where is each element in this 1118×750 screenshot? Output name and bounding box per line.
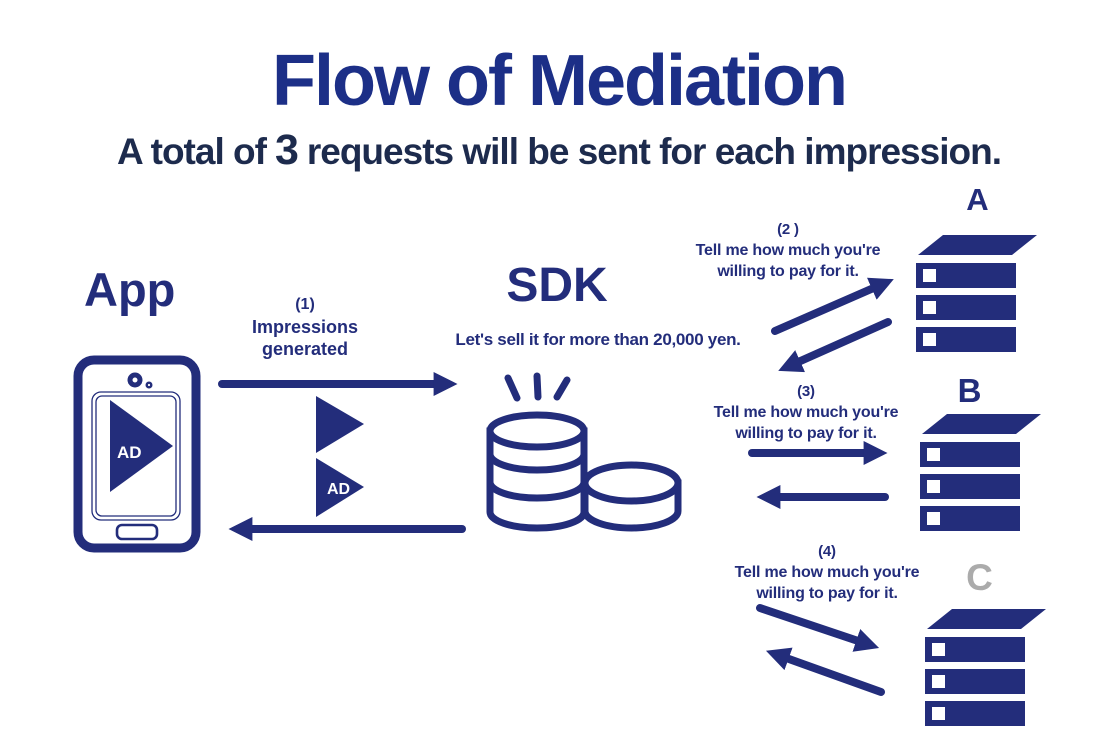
subtitle-suffix: requests will be sent for each impressio… bbox=[306, 131, 1002, 172]
play-triangle-bottom bbox=[316, 458, 364, 517]
network-c-message-line1: Tell me how much you're bbox=[734, 564, 920, 581]
arrow-app-to-sdk-icon bbox=[218, 372, 458, 396]
app-label: App bbox=[84, 263, 176, 316]
step3-number: (3) bbox=[797, 383, 815, 400]
page-title: Flow of Mediation bbox=[272, 41, 848, 121]
arrow-sdk-to-a bbox=[771, 277, 894, 335]
network-b-label: B bbox=[957, 372, 982, 409]
network-c-message-line2: willing to pay for it. bbox=[756, 585, 898, 602]
server-a-icon bbox=[916, 235, 1037, 352]
network-c-label: C bbox=[966, 557, 993, 598]
subtitle-count: 3 bbox=[274, 126, 299, 174]
step1-number: (1) bbox=[295, 296, 315, 313]
step4-number: (4) bbox=[818, 543, 836, 560]
screen-outer-frame bbox=[91, 391, 181, 521]
arrow-sdk-to-c bbox=[756, 604, 880, 652]
tablet-icon: AD bbox=[73, 355, 201, 553]
sparkle-icon bbox=[504, 372, 571, 402]
arrow-sdk-to-app-icon bbox=[228, 517, 466, 541]
arrows-sdk-b-icon bbox=[748, 441, 889, 509]
server-b-icon bbox=[920, 414, 1041, 531]
camera-dot-icon bbox=[145, 381, 153, 389]
camera-icon bbox=[127, 372, 143, 388]
sdk-label: SDK bbox=[506, 259, 608, 312]
play-triangle-icon: AD bbox=[316, 396, 364, 517]
home-button bbox=[115, 523, 159, 541]
coins-icon bbox=[486, 372, 682, 532]
arrow-a-to-sdk bbox=[778, 318, 892, 373]
coin-stack-tall bbox=[486, 411, 588, 532]
step1-line2: generated bbox=[261, 339, 349, 359]
server-c-icon bbox=[925, 609, 1046, 726]
sdk-caption: Let's sell it for more than 20,000 yen. bbox=[455, 330, 741, 349]
network-a-message: (2 ) Tell me how much you're willing to … bbox=[640, 219, 936, 282]
network-b-message-line1: Tell me how much you're bbox=[713, 404, 899, 421]
arrow-c-to-sdk bbox=[765, 647, 885, 696]
play-triangle-top bbox=[316, 396, 364, 453]
network-a-message-line1: Tell me how much you're bbox=[695, 242, 881, 259]
ad-play-triangle-icon bbox=[110, 400, 173, 492]
network-b-message-line2: willing to pay for it. bbox=[735, 425, 877, 442]
arrows-sdk-a-icon bbox=[771, 277, 894, 373]
step1-line1: Impressions bbox=[251, 317, 359, 337]
network-a-message-line2: willing to pay for it. bbox=[717, 263, 859, 280]
network-b-message: (3) Tell me how much you're willing to p… bbox=[658, 381, 954, 444]
coin-stack-short bbox=[581, 461, 682, 532]
arrows-sdk-c-icon bbox=[756, 604, 885, 696]
network-c-message: (4) Tell me how much you're willing to p… bbox=[679, 541, 975, 604]
screen-inner-frame bbox=[95, 395, 177, 517]
ad-badge-label: AD bbox=[117, 443, 142, 462]
step1-caption: (1) Impressions generated bbox=[215, 294, 395, 360]
network-a-label: A bbox=[966, 182, 989, 217]
ad-return-badge-label: AD bbox=[327, 481, 350, 498]
subtitle-prefix: A total of bbox=[117, 131, 267, 172]
step2-number: (2 ) bbox=[777, 221, 799, 238]
